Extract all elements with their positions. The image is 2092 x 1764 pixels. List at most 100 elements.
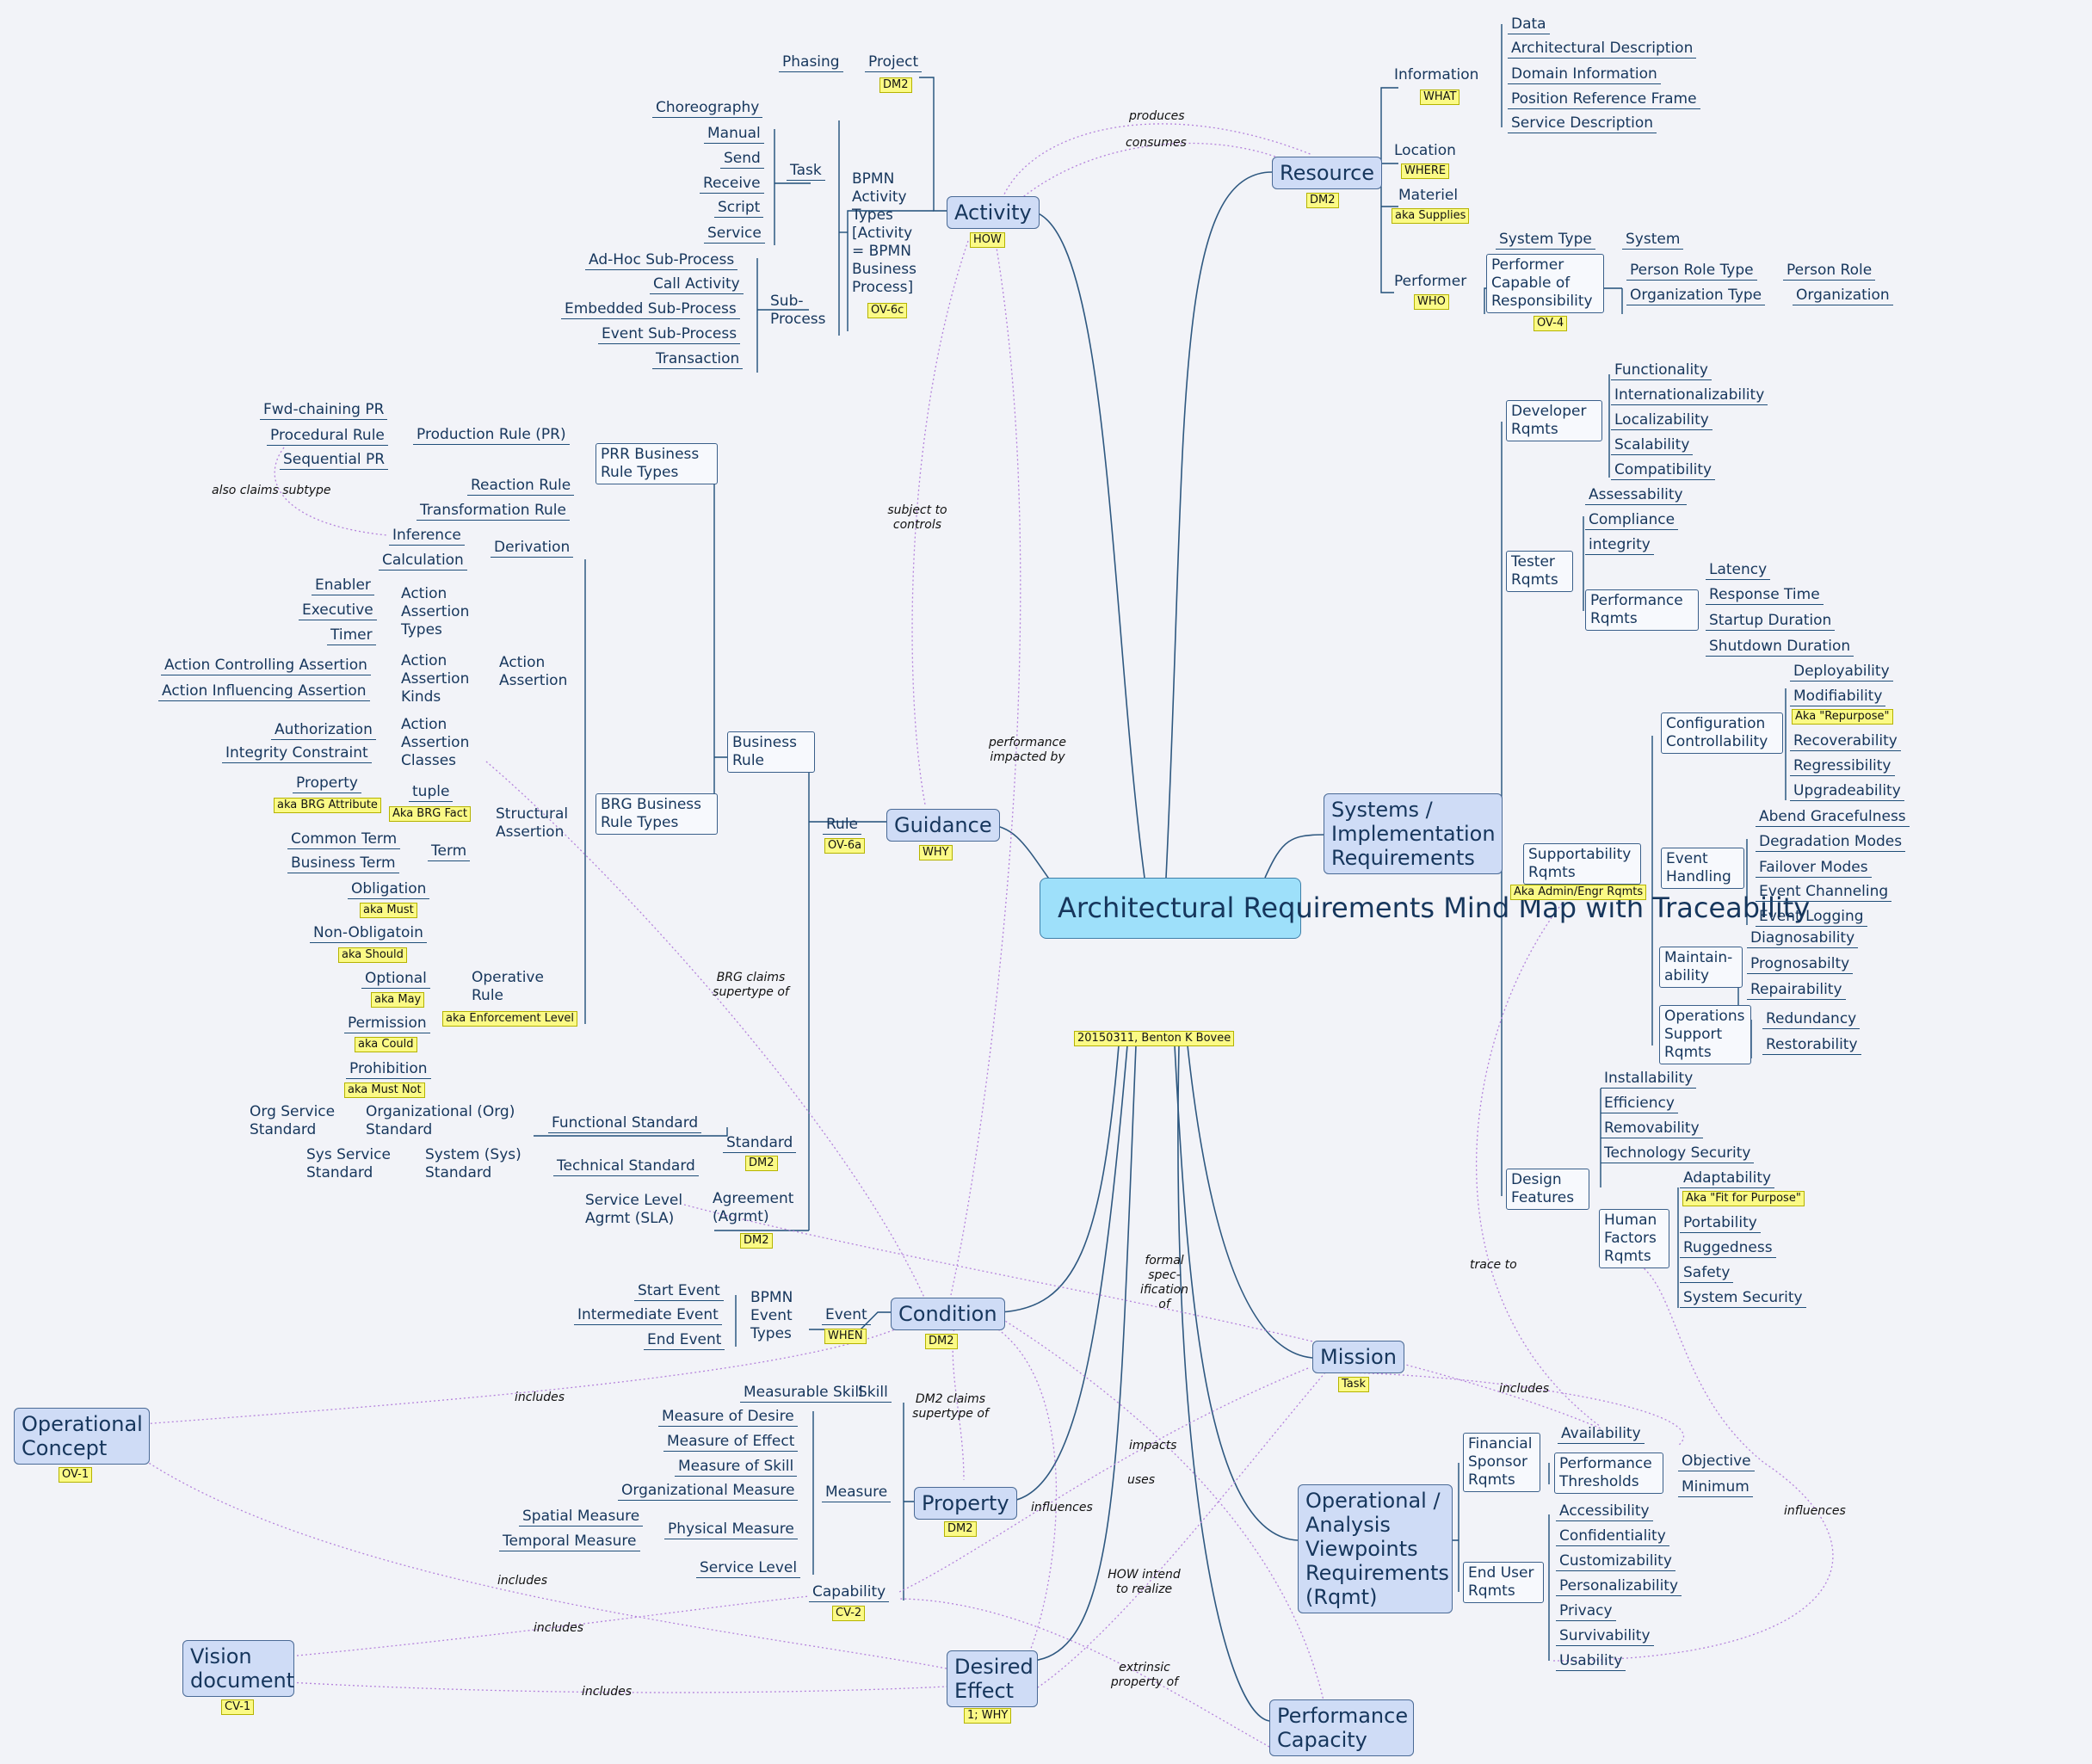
reaction-rule-node[interactable]: Reaction Rule: [467, 477, 575, 496]
measure-node[interactable]: Measure: [822, 1483, 892, 1502]
subprocess-item[interactable]: Transaction: [652, 350, 744, 369]
end-user-item[interactable]: Confidentiality: [1556, 1527, 1669, 1546]
information-item[interactable]: Data: [1508, 15, 1550, 34]
operative-item[interactable]: Optional: [361, 970, 430, 989]
task-item[interactable]: Send: [720, 150, 764, 169]
operational-rqmts-topic[interactable]: Operational / Analysis Viewpoints Requir…: [1298, 1484, 1453, 1613]
inference-node[interactable]: Inference: [389, 527, 465, 546]
person-role-type-node[interactable]: Person Role Type: [1626, 262, 1757, 281]
project-node[interactable]: Project: [865, 53, 923, 72]
performance-thresholds-node[interactable]: Performance Thresholds: [1554, 1453, 1663, 1494]
production-rule-node[interactable]: Production Rule (PR): [413, 426, 570, 445]
developer-item[interactable]: Localizability: [1611, 411, 1712, 430]
config-item[interactable]: Deployability: [1790, 663, 1893, 682]
event-item[interactable]: End Event: [644, 1331, 725, 1350]
structural-assertion-node[interactable]: Structural Assertion: [496, 805, 569, 841]
common-term-node[interactable]: Common Term: [287, 830, 401, 849]
ops-item[interactable]: Redundancy: [1762, 1010, 1861, 1029]
tester-item[interactable]: Compliance: [1585, 511, 1679, 530]
mission-topic[interactable]: Mission: [1312, 1341, 1404, 1373]
rule-node[interactable]: Rule: [823, 816, 862, 835]
subprocess-item[interactable]: Ad-Hoc Sub-Process: [585, 251, 738, 270]
measure-item[interactable]: Measure of Effect: [663, 1433, 799, 1452]
performance-item[interactable]: Shutdown Duration: [1706, 638, 1854, 657]
capability-node[interactable]: Capability: [809, 1583, 890, 1602]
bpmn-activity-types-node[interactable]: BPMN Activity Types [Activity = BPMN Bus…: [852, 170, 916, 296]
task-item[interactable]: Script: [714, 199, 764, 218]
tester-item[interactable]: integrity: [1585, 536, 1654, 555]
design-item[interactable]: Installability: [1601, 1070, 1697, 1089]
system-type-node[interactable]: System Type: [1496, 231, 1595, 250]
subprocess-item[interactable]: Event Sub-Process: [598, 325, 741, 344]
activity-topic[interactable]: Activity: [947, 196, 1040, 229]
end-user-item[interactable]: Privacy: [1556, 1602, 1616, 1621]
task-node[interactable]: Task: [787, 162, 825, 181]
measure-item[interactable]: Organizational Measure: [618, 1482, 799, 1501]
performer-node[interactable]: Performer: [1394, 273, 1467, 290]
performance-capacity-topic[interactable]: Performance Capacity: [1269, 1699, 1414, 1756]
aa-kinds-item[interactable]: Action Influencing Assertion: [158, 682, 370, 701]
information-item[interactable]: Position Reference Frame: [1508, 90, 1700, 109]
event-node[interactable]: Event: [822, 1306, 871, 1325]
materiel-node[interactable]: Materiel: [1398, 187, 1459, 204]
information-node[interactable]: Information: [1394, 66, 1479, 83]
system-node[interactable]: System: [1622, 231, 1684, 250]
end-user-rqmts-node[interactable]: End User Rqmts: [1463, 1562, 1544, 1603]
central-topic[interactable]: Architectural Requirements Mind Map with…: [1040, 878, 1810, 939]
config-item[interactable]: Recoverability: [1790, 732, 1901, 751]
agreement-node[interactable]: Agreement (Agrmt): [713, 1190, 794, 1225]
sys-service-standard-node[interactable]: Sys Service Standard: [306, 1146, 391, 1181]
property-topic[interactable]: Property: [914, 1487, 1017, 1520]
event-handling-item[interactable]: Abend Gracefulness: [1756, 808, 1910, 827]
end-user-item[interactable]: Survivability: [1556, 1627, 1654, 1646]
derivation-node[interactable]: Derivation: [491, 539, 574, 558]
aa-classes-item[interactable]: Integrity Constraint: [222, 744, 372, 763]
aa-classes-node[interactable]: Action Assertion Classes: [401, 716, 470, 769]
org-standard-node[interactable]: Organizational (Org) Standard: [366, 1103, 515, 1138]
subprocess-item[interactable]: Embedded Sub-Process: [561, 300, 740, 319]
design-item[interactable]: Efficiency: [1601, 1095, 1678, 1113]
availability-node[interactable]: Availability: [1558, 1425, 1645, 1444]
term-node[interactable]: Term: [428, 842, 471, 861]
end-user-item[interactable]: Accessibility: [1556, 1502, 1653, 1521]
service-level-node[interactable]: Service Level: [696, 1559, 801, 1578]
sla-node[interactable]: Service Level Agrmt (SLA): [585, 1192, 683, 1227]
brg-types-node[interactable]: BRG Business Rule Types: [596, 793, 718, 835]
event-handling-item[interactable]: Event Logging: [1756, 908, 1867, 927]
aa-types-item[interactable]: Timer: [327, 626, 376, 645]
financial-sponsor-node[interactable]: Financial Sponsor Rqmts: [1463, 1433, 1540, 1492]
phasing-node[interactable]: Phasing: [779, 53, 843, 72]
developer-item[interactable]: Internationalizability: [1611, 386, 1768, 405]
design-features-node[interactable]: Design Features: [1506, 1169, 1589, 1210]
operative-item[interactable]: Obligation: [348, 880, 430, 899]
end-user-item[interactable]: Usability: [1556, 1652, 1626, 1671]
measure-item[interactable]: Measure of Skill: [675, 1458, 798, 1477]
developer-item[interactable]: Scalability: [1611, 436, 1694, 455]
operative-rule-node[interactable]: Operative Rule: [472, 969, 544, 1004]
developer-item[interactable]: Functionality: [1611, 361, 1712, 380]
systems-topic[interactable]: Systems / Implementation Requirements: [1324, 793, 1503, 874]
measure-item[interactable]: Measure of Desire: [658, 1408, 798, 1427]
calculation-node[interactable]: Calculation: [379, 552, 467, 571]
physical-item[interactable]: Spatial Measure: [519, 1508, 644, 1527]
person-role-node[interactable]: Person Role: [1783, 262, 1876, 281]
operative-item[interactable]: Permission: [344, 1015, 430, 1033]
config-item[interactable]: Upgradeability: [1790, 782, 1904, 801]
guidance-topic[interactable]: Guidance: [886, 809, 1000, 842]
performance-item[interactable]: Response Time: [1706, 586, 1824, 605]
ops-support-node[interactable]: Operations Support Rqmts: [1659, 1005, 1751, 1064]
event-handling-node[interactable]: Event Handling: [1661, 848, 1744, 889]
organization-node[interactable]: Organization: [1793, 287, 1893, 305]
information-item[interactable]: Architectural Description: [1508, 40, 1697, 59]
technical-standard-node[interactable]: Technical Standard: [553, 1157, 699, 1176]
task-item[interactable]: Service: [704, 225, 765, 244]
tuple-node[interactable]: tuple: [409, 783, 454, 802]
tester-item[interactable]: Assessability: [1585, 486, 1687, 505]
human-item[interactable]: Portability: [1680, 1214, 1761, 1233]
human-item[interactable]: Adaptability: [1680, 1169, 1775, 1188]
operative-item[interactable]: Prohibition: [346, 1060, 431, 1079]
pr-item[interactable]: Fwd-chaining PR: [260, 401, 388, 420]
event-handling-item[interactable]: Failover Modes: [1756, 859, 1872, 878]
end-user-item[interactable]: Personalizability: [1556, 1577, 1682, 1596]
human-item[interactable]: Safety: [1680, 1264, 1734, 1283]
